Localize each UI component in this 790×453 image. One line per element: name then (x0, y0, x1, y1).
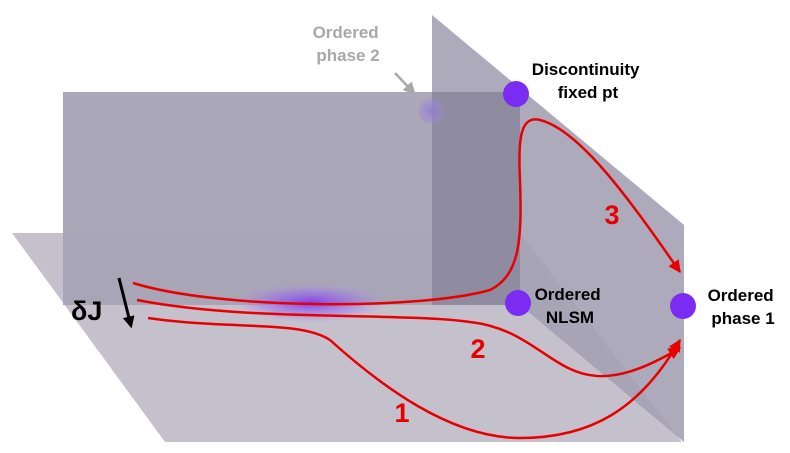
ordered-phase-2-pointer (394, 72, 416, 95)
flow-number-1: 1 (394, 398, 409, 428)
ordered-phase-2-point (418, 98, 444, 124)
ordered-nlsm-point (505, 290, 531, 316)
flow-line-2 (136, 298, 682, 378)
flow-number-3: 3 (604, 200, 619, 230)
flow-line-1 (147, 316, 682, 440)
flow-line-nlsm (132, 118, 682, 306)
ordered-phase-1-label: Ordered phase 1 (708, 286, 779, 328)
discontinuity-fixed-point (503, 81, 529, 107)
delta-j-label: δJ (71, 296, 102, 326)
back-plane (63, 92, 520, 305)
discontinuity-fixed-pt-label: Discontinuity fixed pt (532, 60, 644, 102)
delta-j-arrow (117, 277, 135, 329)
ordered-nlsm-label: Ordered NLSM (535, 285, 606, 327)
ordered-phase-2-label: Ordered phase 2 (313, 23, 384, 65)
plane-overlap (432, 92, 520, 305)
flow-number-2: 2 (470, 334, 485, 364)
ordered-phase-1-point (670, 293, 696, 319)
